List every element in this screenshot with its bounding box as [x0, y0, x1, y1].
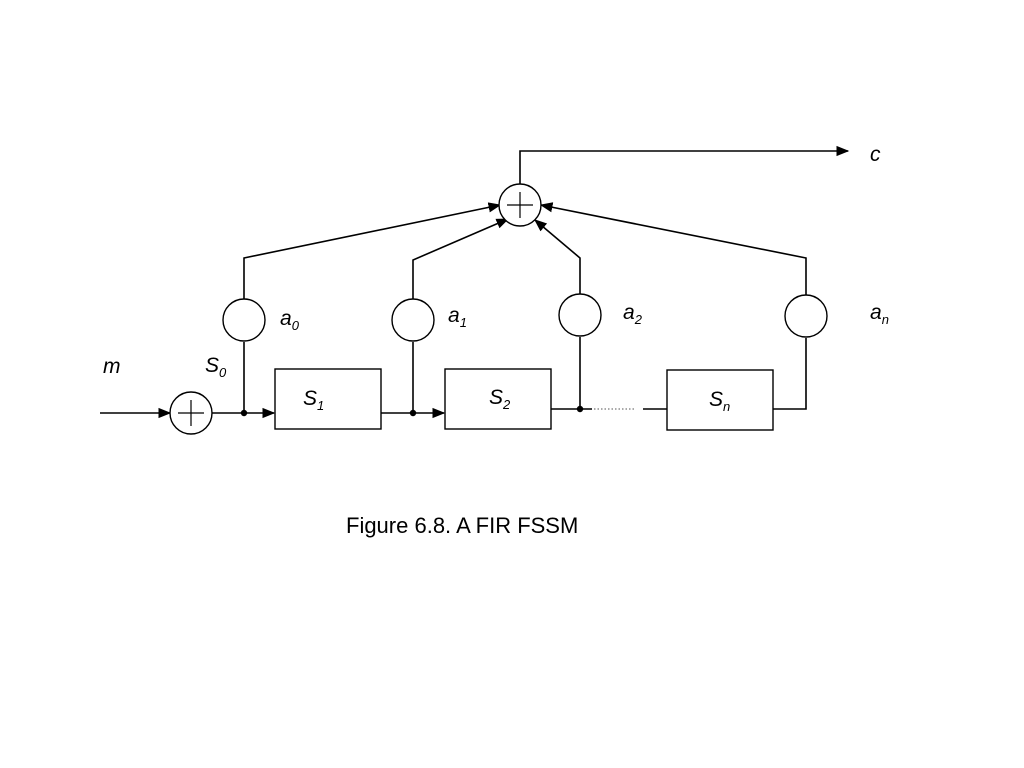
output-adder — [498, 183, 542, 227]
feed-a2-to-sum — [534, 219, 581, 294]
output-wire — [519, 145, 850, 184]
input-label: m — [103, 355, 121, 378]
coefficient-an — [784, 294, 828, 338]
register-sn-label: Sn — [709, 388, 730, 414]
register-s2 — [444, 368, 552, 430]
wire-sn-out — [773, 338, 807, 410]
output-label: c — [870, 143, 881, 166]
coefficient-a0-label: a0 — [280, 307, 300, 333]
register-s1 — [274, 368, 382, 430]
register-sn — [666, 369, 774, 431]
register-s2-label: S2 — [489, 386, 511, 412]
register-s1-label: S1 — [303, 387, 324, 413]
coefficient-a2 — [558, 293, 602, 337]
feed-a1-to-sum — [412, 218, 510, 299]
s0-label: S0 — [205, 354, 227, 380]
coefficient-a1 — [391, 298, 435, 342]
feed-an-to-sum — [539, 202, 807, 295]
figure-caption: Figure 6.8. A FIR FSSM — [346, 513, 578, 538]
coefficient-an-label: an — [870, 301, 889, 327]
coefficient-a2-label: a2 — [623, 301, 643, 327]
coefficient-a1-label: a1 — [448, 304, 467, 330]
feed-a0-to-sum — [243, 202, 502, 299]
input-adder — [169, 391, 213, 435]
coefficient-a0 — [222, 298, 266, 342]
